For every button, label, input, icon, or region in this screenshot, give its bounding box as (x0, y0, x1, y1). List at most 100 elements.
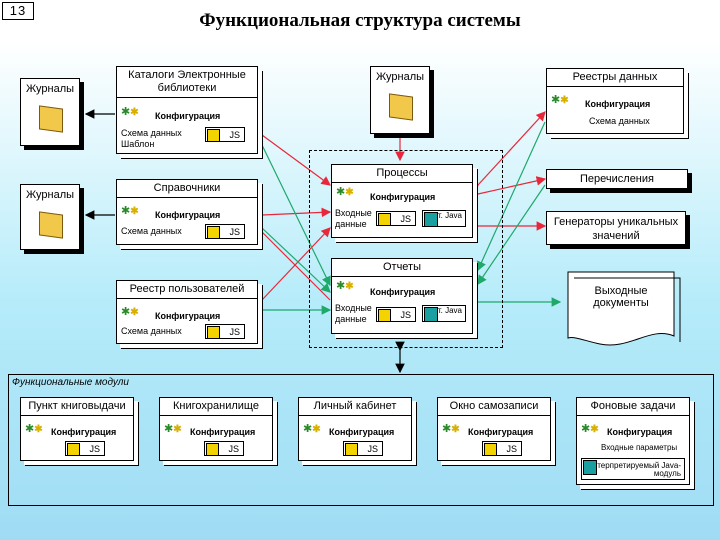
data-registries-box[interactable]: Реестры данных ✱✱ Конфигурация Схема дан… (546, 68, 684, 134)
config-label: Конфигурация (155, 311, 221, 321)
config-label: Конфигурация (329, 427, 395, 437)
slide-number: 13 (2, 2, 34, 20)
interpreted-java-module: Интерпретируемый Java-модуль (581, 458, 685, 480)
gear-icon: ✱✱ (303, 423, 321, 435)
script-icon (484, 443, 497, 456)
directories-schema: Схема данных (121, 226, 182, 236)
js-module: JS (65, 441, 105, 456)
js-module: JS (204, 441, 244, 456)
gear-icon: ✱✱ (164, 423, 182, 435)
arrow-processes-registries (468, 111, 546, 195)
gear-icon: ✱✱ (336, 280, 354, 292)
gear-icon: ✱✱ (442, 423, 460, 435)
gear-icon: ✱✱ (121, 106, 139, 118)
arrow-processes-enums (468, 176, 547, 201)
module-title: Личный кабинет (299, 398, 411, 416)
reports-box[interactable]: Отчеты ✱✱ Конфигурация Входные данные JS… (331, 258, 473, 334)
js-module: JS (205, 324, 245, 339)
processes-input: Входные данные (335, 208, 372, 229)
module-title: Книгохранилище (160, 398, 272, 416)
js-module: JS (376, 307, 416, 322)
enumerations-box[interactable]: Перечисления (546, 169, 688, 189)
script-icon (345, 443, 358, 456)
arrow-directories-reports (261, 227, 331, 293)
journals-label: Журналы (375, 71, 425, 83)
config-label: Конфигурация (585, 99, 651, 109)
java-module: Инт. Java (422, 305, 466, 322)
config-label: Конфигурация (370, 192, 436, 202)
journals-box-3[interactable]: Журналы (370, 66, 430, 134)
directories-box[interactable]: Справочники ✱✱ Конфигурация Схема данных… (116, 179, 258, 245)
arrow-processes-directories (253, 207, 332, 221)
config-label: Конфигурация (51, 427, 117, 437)
functional-modules-title: Функциональные модули (12, 377, 129, 388)
processes-box[interactable]: Процессы ✱✱ Конфигурация Входные данные … (331, 164, 473, 238)
arrow-enums-reports (477, 184, 546, 285)
reports-title: Отчеты (332, 259, 472, 277)
catalogs-schema: Схема данных (121, 128, 182, 138)
reports-input: Входные данные (335, 303, 372, 324)
gear-icon: ✱✱ (121, 205, 139, 217)
js-module: JS (205, 127, 245, 142)
module-title: Фоновые задачи (577, 398, 689, 416)
journals-box-2[interactable]: Журналы (20, 184, 80, 250)
module-self-registration[interactable]: Окно самозаписи ✱✱ Конфигурация JS (437, 397, 551, 461)
config-label: Конфигурация (155, 210, 221, 220)
processes-title: Процессы (332, 165, 472, 183)
data-registries-title: Реестры данных (547, 69, 683, 87)
journals-label: Журналы (25, 189, 75, 201)
arrow-processes-catalogs (252, 126, 331, 186)
module-lending-desk[interactable]: Пункт книговыдачи ✱✱ Конфигурация JS (20, 397, 134, 461)
config-label: Конфигурация (607, 427, 673, 437)
data-registries-schema: Схема данных (589, 116, 650, 126)
gear-icon: ✱✱ (336, 186, 354, 198)
folder-icon (39, 105, 63, 133)
js-module: JS (205, 224, 245, 239)
config-label: Конфигурация (468, 427, 534, 437)
js-module: JS (343, 441, 383, 456)
generators-box[interactable]: Генераторы уникальных значений (546, 211, 686, 245)
module-title: Окно самозаписи (438, 398, 550, 416)
js-module: JS (482, 441, 522, 456)
folder-icon (39, 211, 63, 239)
gear-icon: ✱✱ (581, 423, 599, 435)
gear-icon: ✱✱ (551, 94, 569, 106)
journals-label: Журналы (25, 83, 75, 95)
arrow-catalogs-reports (261, 144, 331, 287)
input-params: Входные параметры (601, 443, 678, 452)
module-background-tasks[interactable]: Фоновые задачи ✱✱ Конфигурация Входные п… (576, 397, 690, 485)
module-book-depository[interactable]: Книгохранилище ✱✱ Конфигурация JS (159, 397, 273, 461)
journals-box-1[interactable]: Журналы (20, 78, 80, 146)
output-docs-shape (567, 271, 675, 346)
gear-icon: ✱✱ (121, 306, 139, 318)
script-icon (207, 226, 220, 239)
catalogs-title: Каталоги Электронные библиотеки (117, 67, 257, 98)
user-registry-schema: Схема данных (121, 326, 182, 336)
core-frame (309, 150, 503, 348)
functional-modules-frame: Функциональные модули (8, 374, 714, 506)
config-label: Конфигурация (370, 287, 436, 297)
directories-title: Справочники (117, 180, 257, 198)
script-icon (378, 213, 391, 226)
module-personal-account[interactable]: Личный кабинет ✱✱ Конфигурация JS (298, 397, 412, 461)
java-module: Инт. Java (422, 210, 466, 227)
script-icon (207, 129, 220, 142)
script-icon (207, 326, 220, 339)
page-title: Функциональная структура системы (199, 10, 521, 31)
module-title: Пункт книговыдачи (21, 398, 133, 416)
config-label: Конфигурация (155, 111, 221, 121)
js-module: JS (376, 211, 416, 226)
arrow-registries-reports (477, 121, 546, 272)
catalogs-template: Шаблон (121, 139, 155, 149)
script-icon (206, 443, 219, 456)
script-icon (67, 443, 80, 456)
catalogs-box[interactable]: Каталоги Электронные библиотеки ✱✱ Конфи… (116, 66, 258, 154)
folder-icon (389, 93, 413, 121)
java-icon (424, 307, 438, 322)
user-registry-box[interactable]: Реестр пользователей ✱✱ Конфигурация Схе… (116, 280, 258, 344)
script-icon (378, 309, 391, 322)
java-icon (583, 460, 597, 475)
gear-icon: ✱✱ (25, 423, 43, 435)
user-registry-title: Реестр пользователей (117, 281, 257, 299)
